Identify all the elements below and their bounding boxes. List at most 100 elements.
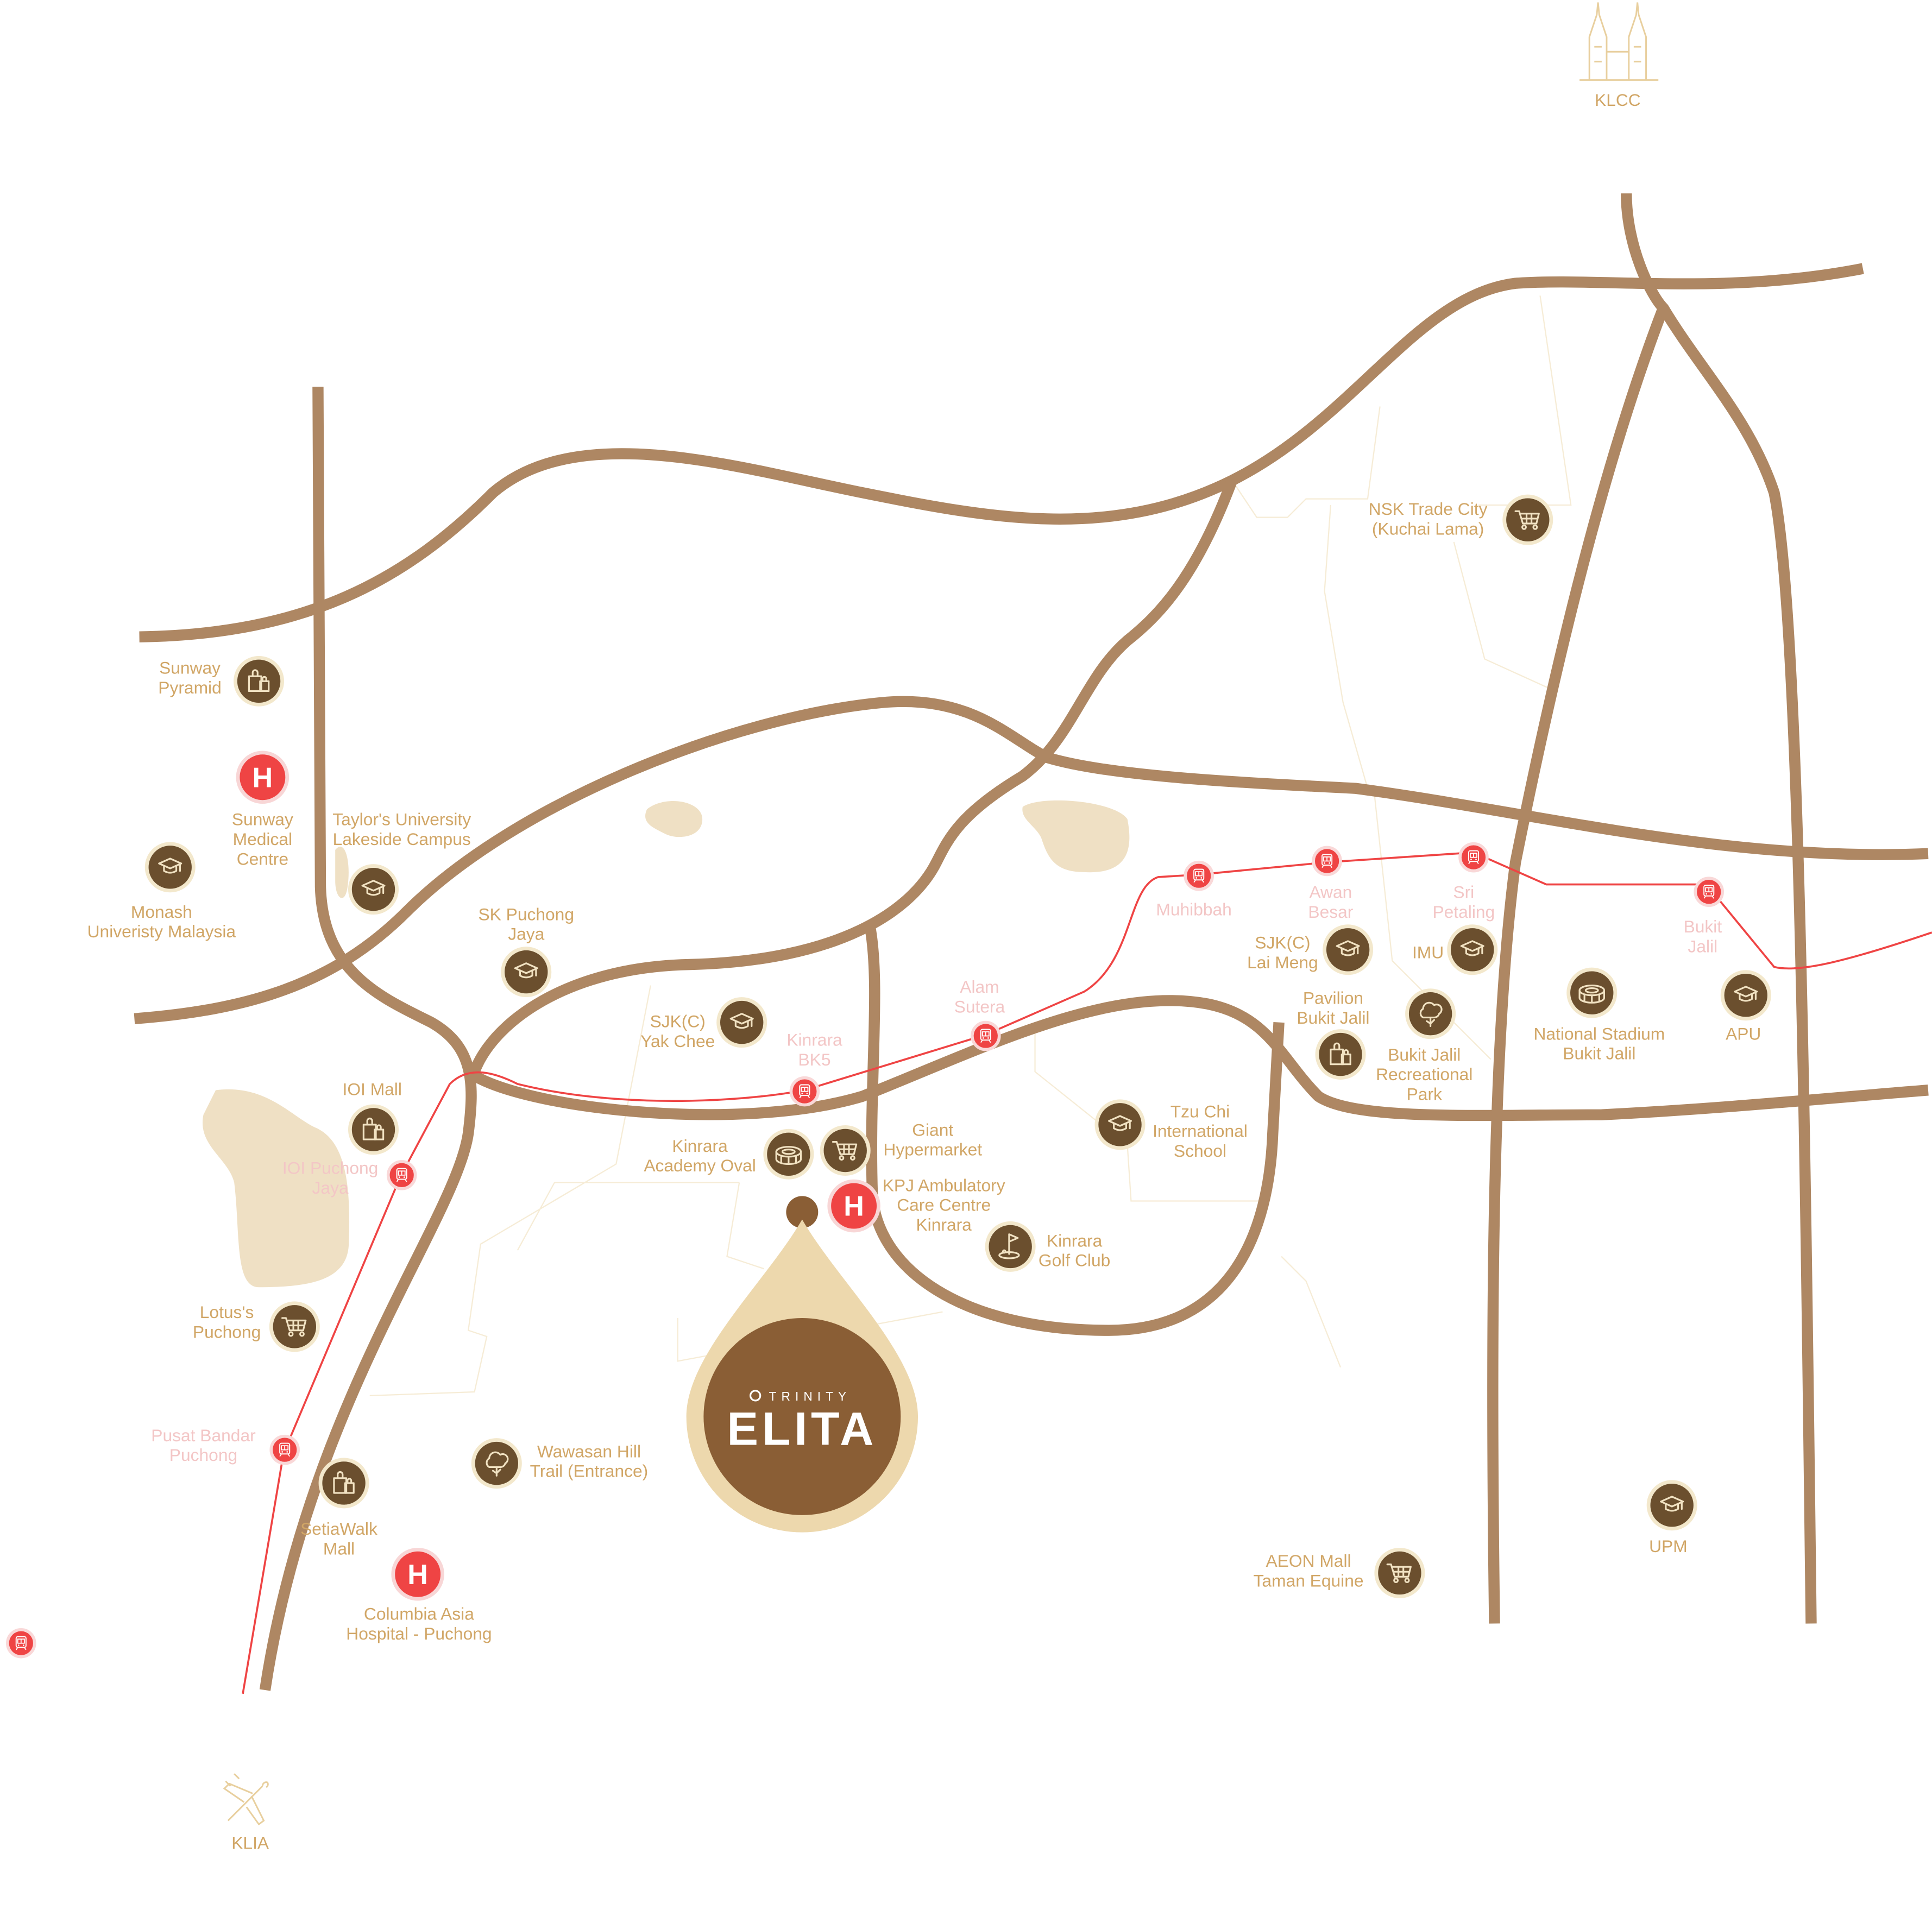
label-line: Bukit Jalil: [1297, 1008, 1369, 1027]
hospital-marker: [236, 751, 290, 804]
label-line: Jaya: [312, 1178, 349, 1197]
pin-origin-dot: [786, 1196, 819, 1228]
place-label: IOI Mall: [343, 1079, 402, 1099]
label-line: UPM: [1649, 1536, 1688, 1556]
highway-south: [465, 995, 1929, 1121]
label-line: Taylor's University: [332, 810, 471, 829]
project-pin-trinity-elita[interactable]: TRINITY ELITA: [686, 1196, 918, 1533]
label-line: Academy Oval: [644, 1156, 756, 1175]
station-muhibbah[interactable]: Muhibbah: [1156, 860, 1232, 919]
label-line: Muhibbah: [1156, 899, 1231, 919]
highway-middle: [134, 696, 1929, 1024]
label-line: National Stadium: [1533, 1024, 1665, 1043]
marker-circle: [348, 1104, 399, 1155]
landmark-klcc[interactable]: KLCC: [1579, 2, 1659, 110]
pin-body: [703, 1317, 901, 1515]
label-line: Monash: [131, 902, 192, 922]
label-line: Lotus's: [200, 1302, 254, 1322]
highway-north-arc: [139, 263, 1864, 642]
marker-circle: [1447, 924, 1498, 975]
puchong-lake: [202, 1089, 350, 1288]
label-line: Kinrara: [786, 1030, 842, 1050]
place-nsk-trade-city-kuchai-lama[interactable]: NSK Trade City(Kuchai Lama): [1369, 494, 1553, 545]
marker-circle: [1094, 1099, 1146, 1150]
label-line: Bukit Jalil: [1563, 1044, 1635, 1063]
place-imu[interactable]: IMU: [1412, 924, 1498, 975]
label-line: Giant: [912, 1120, 953, 1139]
marker-circle: [716, 997, 767, 1048]
station-unnamed[interactable]: [6, 1628, 36, 1659]
label-line: BK5: [798, 1050, 831, 1069]
place-label: IMU: [1412, 943, 1444, 962]
label-line: Bukit Jalil: [1388, 1045, 1461, 1064]
marker-circle: [1502, 494, 1553, 545]
label-line: AEON Mall: [1266, 1551, 1351, 1571]
label-line: SJK(C): [650, 1012, 706, 1031]
marker-circle: [1720, 970, 1771, 1021]
label-line: (Kuchai Lama): [1372, 519, 1484, 538]
label-line: Lai Meng: [1247, 953, 1318, 972]
label-line: IOI Puchong: [282, 1158, 379, 1178]
label-line: IOI Mall: [343, 1079, 402, 1099]
landmark-klia[interactable]: KLIA: [223, 1773, 269, 1853]
place-ioi-mall[interactable]: IOI Mall: [343, 1079, 402, 1155]
place-upm[interactable]: UPM: [1646, 1480, 1697, 1556]
label-line: Yak Chee: [640, 1031, 715, 1051]
marker-circle: [985, 1221, 1036, 1272]
lrt-line: [242, 851, 1932, 1694]
place-apu[interactable]: APU: [1720, 970, 1771, 1044]
highway-east-1: [1487, 193, 1669, 1624]
label-line: Trail (Entrance): [530, 1461, 649, 1481]
train-icon: [1193, 868, 1205, 883]
label-line: Wawasan Hill: [537, 1441, 641, 1461]
hospital-marker: [827, 1179, 880, 1233]
label-line: SJK(C): [1255, 933, 1310, 953]
hospital-icon: H: [253, 762, 273, 793]
marker-circle: [318, 1458, 369, 1509]
landmark-label: KLCC: [1595, 90, 1641, 110]
station-label: Muhibbah: [1156, 899, 1231, 919]
marker-circle: [471, 1438, 522, 1489]
label-line: Mall: [323, 1539, 355, 1558]
marker-circle: [269, 1301, 320, 1352]
trinity-logo-icon: [749, 1390, 762, 1402]
label-line: Pyramid: [158, 678, 221, 697]
label-line: Care Centre: [897, 1195, 991, 1215]
place-sjk-c-yak-chee[interactable]: SJK(C)Yak Chee: [640, 997, 767, 1051]
train-icon: [396, 1168, 407, 1182]
place-sjk-c-lai-meng[interactable]: SJK(C)Lai Meng: [1247, 924, 1374, 975]
